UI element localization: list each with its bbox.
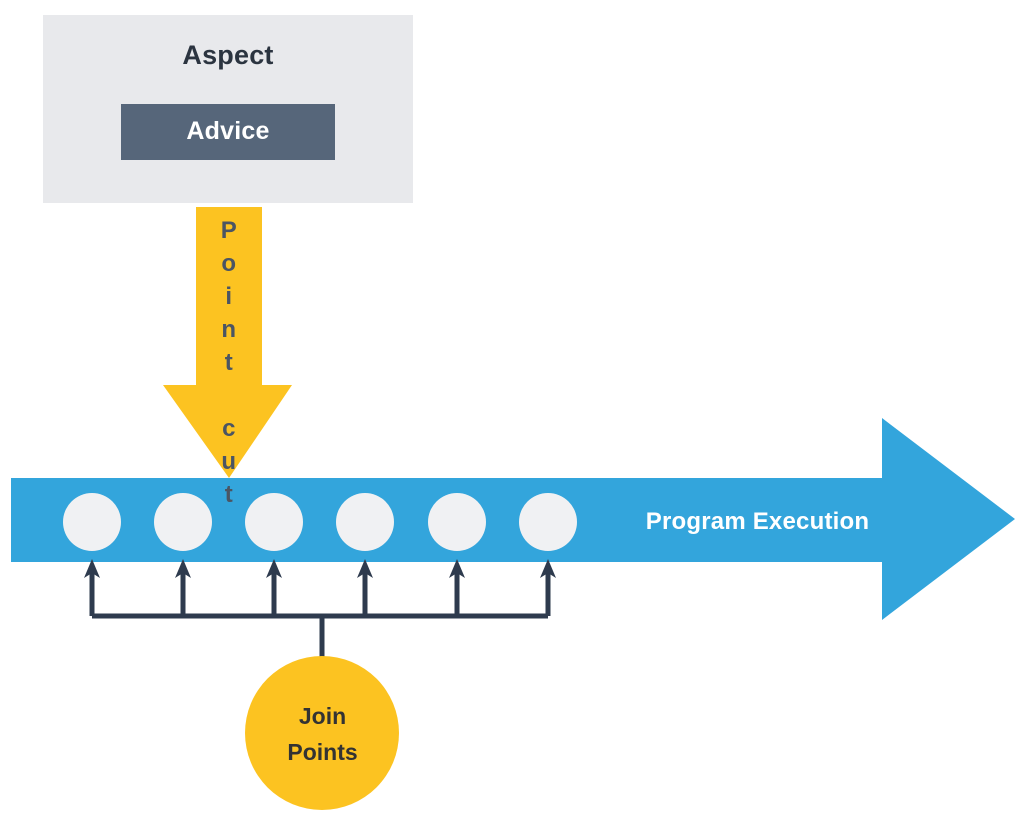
joinpoint-circle-6 <box>519 493 577 551</box>
connector-arrowhead-2 <box>175 559 191 578</box>
advice-box <box>121 104 335 160</box>
joinpoint-circle-1 <box>63 493 121 551</box>
joinpoint-circle-4 <box>336 493 394 551</box>
aspect-title: Aspect <box>182 40 274 70</box>
join-points-bubble <box>245 656 399 810</box>
program-execution-label: Program Execution <box>645 508 870 535</box>
join-points-label: Join Points <box>287 703 358 765</box>
program-execution-arrow <box>11 418 1015 620</box>
joinpoint-connectors <box>89 572 551 660</box>
connector-arrowhead-3 <box>266 559 282 578</box>
connector-arrowheads <box>84 559 556 578</box>
connector-arrowhead-1 <box>84 559 100 578</box>
joinpoint-circle-2 <box>154 493 212 551</box>
joinpoint-circle-3 <box>245 493 303 551</box>
connector-arrowhead-6 <box>540 559 556 578</box>
joinpoint-circle-5 <box>428 493 486 551</box>
connector-arrowhead-4 <box>357 559 373 578</box>
advice-label: Advice <box>186 117 270 145</box>
pointcut-arrow <box>163 207 292 478</box>
connector-arrowhead-5 <box>449 559 465 578</box>
pointcut-label: P o i n t c u t <box>220 217 238 508</box>
joinpoint-circles <box>63 493 577 551</box>
